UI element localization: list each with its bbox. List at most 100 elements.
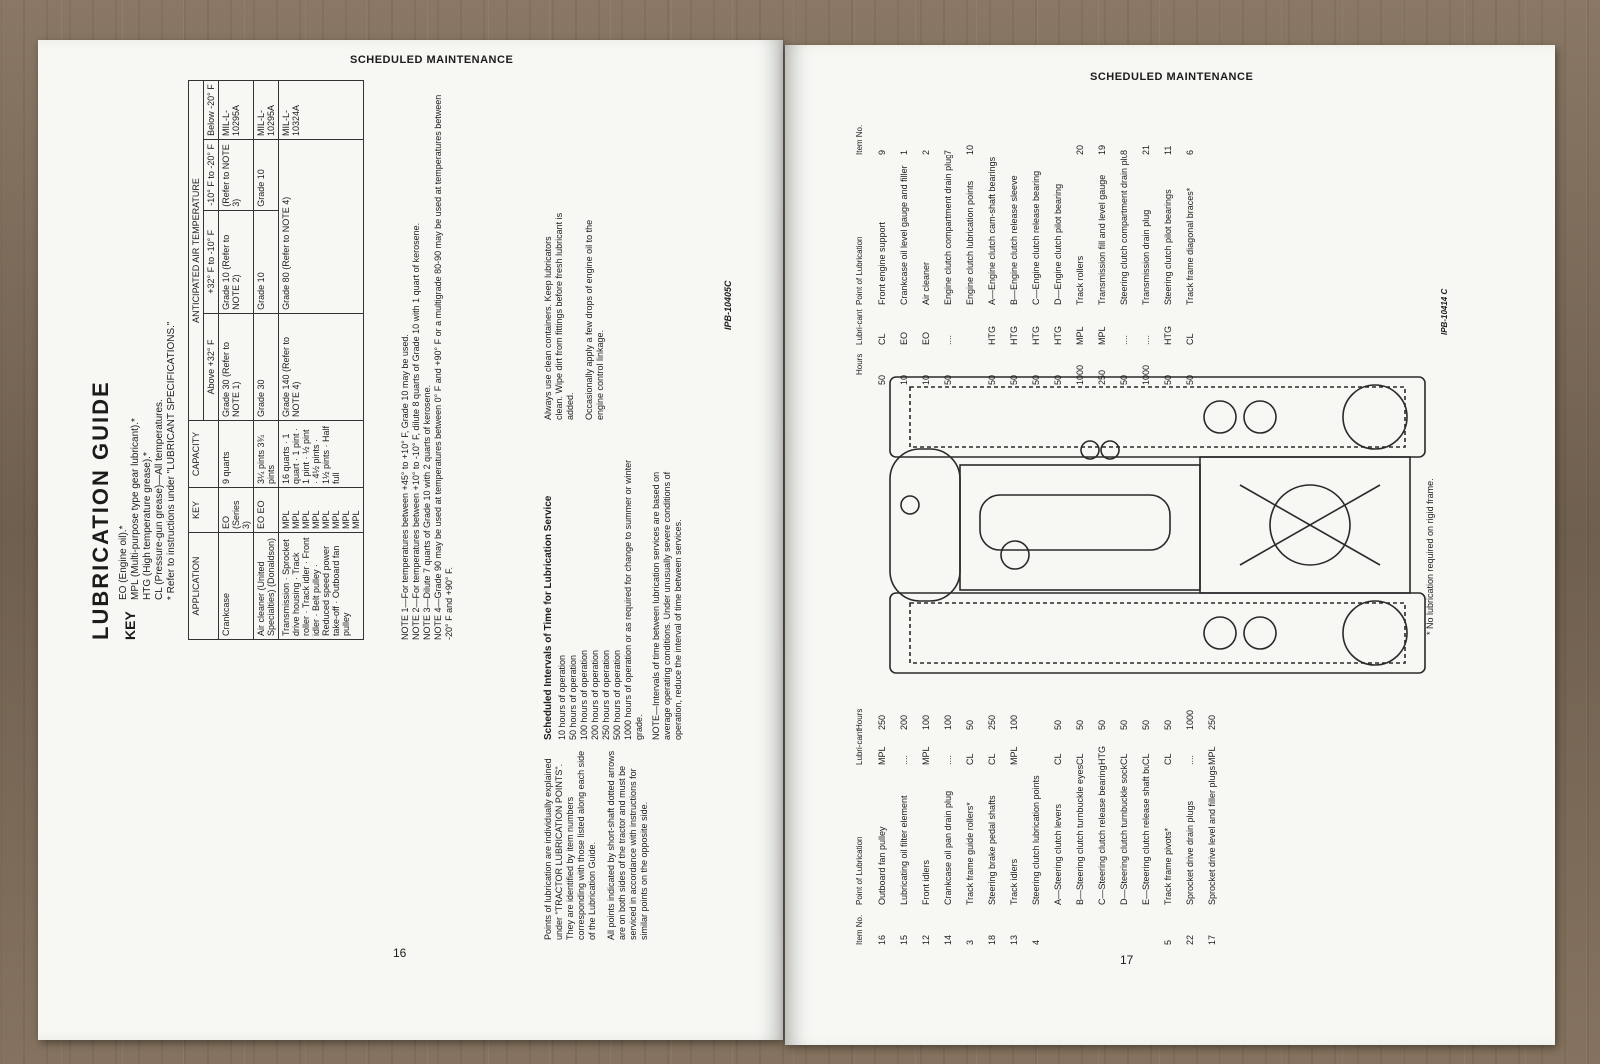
point-point: Steering clutch lubrication points <box>1031 775 1041 905</box>
point-lub: MPL <box>1075 326 1085 345</box>
interval-item: 50 hours of operation <box>568 654 578 740</box>
note: NOTE 4—Grade 90 may be used at temperatu… <box>433 94 454 640</box>
table-row: Air cleaner (United Specialties) (Donald… <box>253 80 279 640</box>
col-hours-2: Hours <box>855 353 864 375</box>
point-point: Crankcase oil level gauge and filler <box>899 165 909 305</box>
point-point: Steering clutch compartment drain plugs <box>1119 155 1129 305</box>
key-item: CL (Pressure-gun grease)—All temperature… <box>154 399 165 600</box>
point-no: 17 <box>1207 934 1217 945</box>
point-hours: 50 <box>1119 719 1129 730</box>
point-point: C—Engine clutch release bearing <box>1031 170 1041 305</box>
interval-item: 10 hours of operation <box>557 654 567 740</box>
left-page-number: 16 <box>393 946 407 960</box>
point-point: Engine clutch lubrication points <box>965 180 975 305</box>
point-hours: 50 <box>987 374 997 385</box>
right-page: SCHEDULED MAINTENANCE <box>785 45 1555 1045</box>
point-lub: CL <box>1075 753 1085 765</box>
point-hours: 50 <box>1009 374 1019 385</box>
point-no: 12 <box>921 934 931 945</box>
point-lub: CL <box>1053 753 1063 765</box>
point-point: Track frame pivots* <box>1163 827 1173 905</box>
point-lub: MPL <box>1207 746 1217 765</box>
interval-item: 100 hours of operation <box>579 649 589 740</box>
point-point: Track frame diagonal braces* <box>1185 187 1195 305</box>
cell-t4: MIL-L-10324A <box>278 80 364 140</box>
cell-cap: 9 quarts <box>218 420 254 488</box>
point-hours: 1000 <box>1075 364 1085 385</box>
point-point: D—Engine clutch pilot bearing <box>1053 183 1063 305</box>
left-page-header: SCHEDULED MAINTENANCE <box>350 54 514 66</box>
linkage-text: Occasionally apply a few drops of engine… <box>584 219 605 420</box>
point-no: 9 <box>877 149 887 155</box>
key-item: EO (Engine oil).* <box>118 525 129 600</box>
lubrication-point-row: E—Steering clutch release shaft bushings… <box>1141 685 1163 945</box>
footnote: * No lubrication required on rigid frame… <box>1425 478 1435 635</box>
point-no: 21 <box>1141 144 1151 155</box>
key-item: MPL (Multi-purpose type gear lubricant).… <box>130 418 141 600</box>
point-point: Track idlers <box>1009 858 1019 905</box>
point-no: 18 <box>987 934 997 945</box>
point-hours: 100 <box>943 714 953 730</box>
clean-col: Always use clean containers. Keep lubric… <box>543 210 606 420</box>
svc-title: Scheduled Intervals of Time for Lubricat… <box>543 495 554 740</box>
point-hours: 250 <box>1207 714 1217 730</box>
lubricant-table: APPLICATION KEY CAPACITY ANTICIPATED AIR… <box>188 80 364 640</box>
interval-item: 500 hours of operation <box>612 649 622 740</box>
cell-t1: Grade 140 (Refer to NOTE 4) <box>278 313 364 421</box>
point-point: A—Engine clutch cam-shaft bearings <box>987 156 997 305</box>
lubrication-guide-rotated: LUBRICATION GUIDE KEY EO (Engine oil).* … <box>88 80 488 640</box>
left-code: IPB-10405C <box>723 280 733 330</box>
cell-app: Crankcase <box>218 532 254 640</box>
point-hours: 50 <box>1163 719 1173 730</box>
th-temp-4: Below -20° F <box>203 80 219 140</box>
point-point: E—Steering clutch release shaft bushings <box>1141 765 1151 905</box>
point-hours: 100 <box>921 714 931 730</box>
tractor-diagram <box>889 376 1426 674</box>
cell-cap: 3¼ pints 3¾ pints <box>253 420 279 488</box>
cell-t3: (Refer to NOTE 3) <box>218 139 254 211</box>
interval-item: 250 hours of operation <box>601 649 611 740</box>
point-hours: 250 <box>987 714 997 730</box>
point-point: Engine clutch compartment drain plug <box>943 155 953 305</box>
col-lubricant-2: Lubri-cant <box>855 309 864 345</box>
cell-key: EO EO <box>253 487 279 533</box>
cell-t3: Grade 10 <box>253 139 279 211</box>
cell-cap: 16 quarts · 1 quart · 1 pint · 1 pint · … <box>278 420 364 488</box>
right-page-header: SCHEDULED MAINTENANCE <box>1090 71 1254 83</box>
point-hours: 50 <box>1163 374 1173 385</box>
point-lub: HTG <box>1053 326 1063 345</box>
col-item-no: Item No. <box>855 914 864 945</box>
point-lub: MPL <box>1097 326 1107 345</box>
point-no: 1 <box>899 149 909 155</box>
point-lub: CL <box>1185 333 1195 345</box>
point-lub: .... <box>1119 334 1129 345</box>
key-item: HTG (High temperature grease).* <box>142 452 153 600</box>
cell-app: Air cleaner (United Specialties) (Donald… <box>253 532 279 640</box>
point-no: 7 <box>943 149 953 155</box>
point-hours: 50 <box>1097 719 1107 730</box>
point-hours: 50 <box>1031 374 1041 385</box>
interval-note: NOTE—Intervals of time between lubricati… <box>651 471 683 740</box>
point-point: Lubricating oil filter element <box>899 795 909 905</box>
key-label: KEY <box>122 611 138 640</box>
point-hours: 1000 <box>1185 709 1195 730</box>
point-hours: 50 <box>965 719 975 730</box>
th-capacity: CAPACITY <box>188 420 219 488</box>
point-hours: 50 <box>877 374 887 385</box>
th-temperature: ANTICIPATED AIR TEMPERATURE <box>188 80 204 421</box>
point-point: B—Steering clutch turnbuckle eyes <box>1075 765 1085 905</box>
th-temp-1: Above +32° F <box>203 313 219 421</box>
